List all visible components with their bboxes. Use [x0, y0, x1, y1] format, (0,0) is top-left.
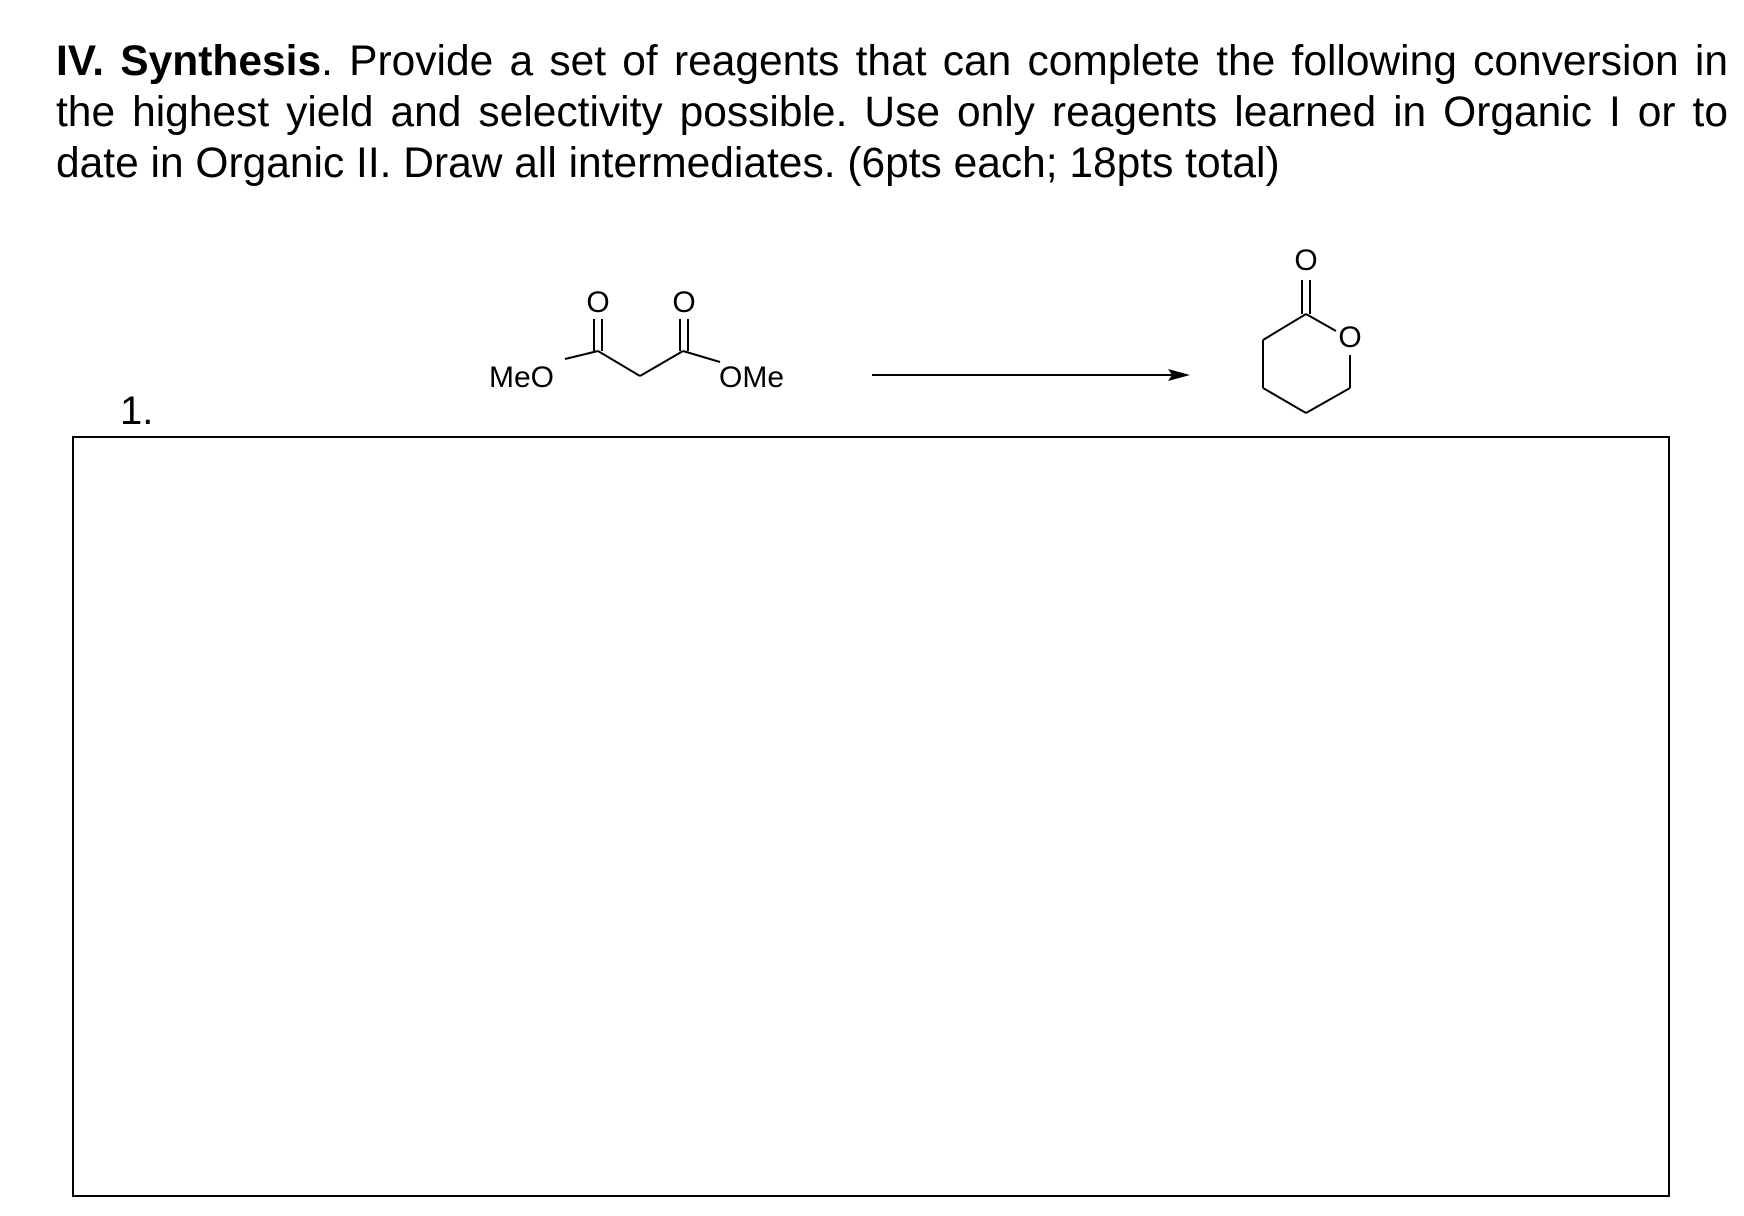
reactant-dimethyl-malonate — [564, 319, 721, 377]
reactant-carbonyl-o-left: O — [586, 286, 609, 319]
reactant-meo-label: MeO — [489, 361, 554, 394]
reactant-carbonyl-o-right: O — [672, 286, 695, 319]
reaction-scheme: MeO OMe O O O O — [489, 244, 1362, 414]
section-heading: IV. Synthesis — [56, 38, 322, 85]
answer-box[interactable] — [72, 436, 1670, 1197]
reactant-ome-label: OMe — [719, 361, 784, 394]
instructions-text: . Provide a set of reagents that can com… — [56, 38, 1728, 187]
section-instructions: IV. Synthesis. Provide a set of reagents… — [56, 36, 1728, 189]
reaction-arrow — [872, 369, 1190, 381]
product-delta-valerolactone — [1262, 280, 1351, 414]
question-number: 1. — [120, 389, 154, 433]
product-ring-o: O — [1338, 321, 1361, 354]
product-carbonyl-o: O — [1294, 244, 1317, 277]
